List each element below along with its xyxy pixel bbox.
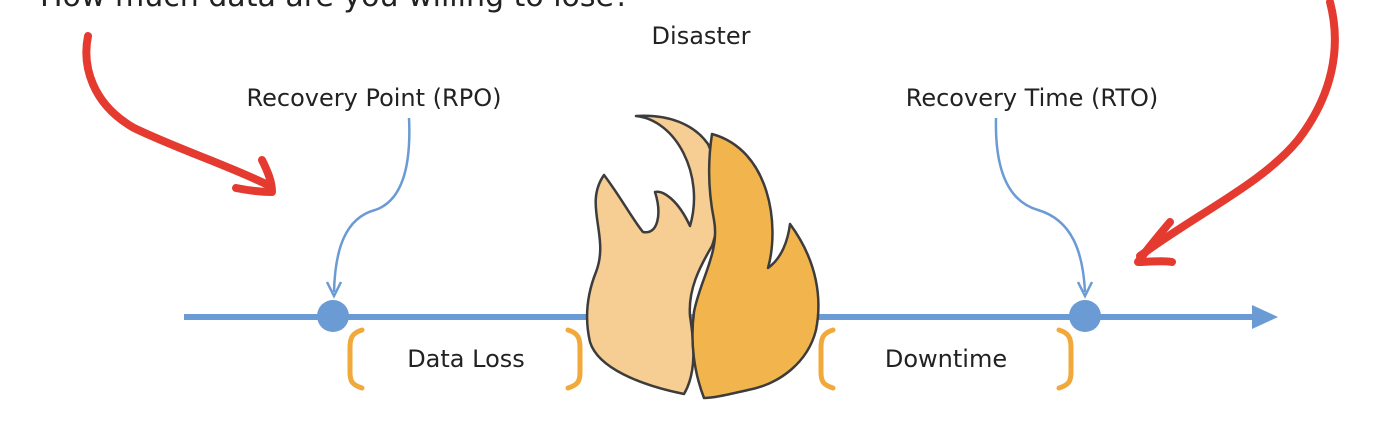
- downtime-right-bracket: [1056, 327, 1074, 391]
- right-red-hand-arrow: [1136, 0, 1339, 260]
- data-loss-label: Data Loss: [407, 345, 525, 373]
- left-red-hand-arrow-head: [232, 156, 276, 196]
- rpo-connector-arrowhead: [325, 281, 343, 299]
- data-loss-right-bracket: [565, 327, 583, 391]
- rto-connector-arrowhead: [1076, 281, 1094, 299]
- fire-icon: [585, 114, 820, 400]
- downtime-left-bracket: [818, 327, 836, 391]
- right-red-hand-arrow-head: [1134, 218, 1176, 266]
- downtime-label: Downtime: [885, 345, 1007, 373]
- top-question-text: How much data are you willing to lose?: [40, 0, 630, 14]
- disaster-label: Disaster: [652, 22, 751, 50]
- data-loss-left-bracket: [347, 327, 365, 391]
- fire-icon-front-flame: [691, 132, 820, 400]
- rpo-marker-dot: [317, 300, 349, 332]
- timeline-arrowhead: [1252, 305, 1278, 329]
- rpo-connector: [332, 117, 411, 293]
- rpo-label: Recovery Point (RPO): [247, 84, 502, 112]
- left-red-hand-arrow: [82, 32, 274, 190]
- rto-connector: [994, 117, 1087, 293]
- rto-label: Recovery Time (RTO): [906, 84, 1158, 112]
- rto-marker-dot: [1069, 300, 1101, 332]
